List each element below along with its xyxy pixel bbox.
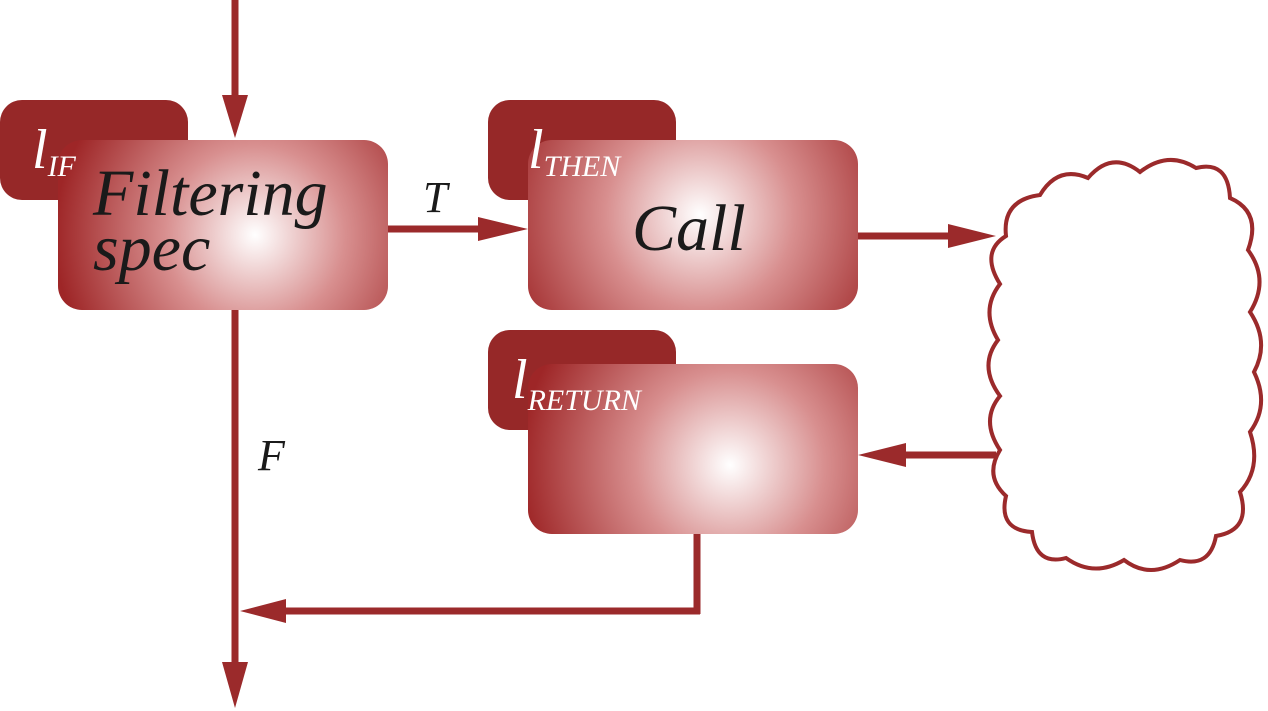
svg-text:lIF: lIF: [32, 119, 77, 183]
if-label-line1: Filtering: [92, 157, 328, 230]
merge-arrow: [240, 534, 701, 623]
external-call-cloud: [986, 157, 1264, 572]
true-label: T: [423, 173, 451, 222]
return-block: lRETURN: [488, 330, 858, 534]
return-tab-letter: l: [512, 349, 528, 411]
false-branch-line: [222, 310, 248, 708]
if-label-line2: spec: [93, 212, 210, 285]
then-tab-subscript: THEN: [544, 150, 623, 183]
then-tab-letter: l: [528, 119, 544, 181]
svg-text:lTHEN: lTHEN: [528, 119, 622, 183]
return-arrow: [858, 443, 996, 467]
svg-text:lRETURN: lRETURN: [512, 349, 643, 417]
then-box: [528, 140, 858, 310]
call-arrow: [858, 224, 996, 248]
return-box: [528, 364, 858, 534]
true-branch-arrow: [388, 217, 528, 241]
if-tab-letter: l: [32, 119, 48, 181]
edges: [222, 0, 996, 708]
then-label: Call: [632, 192, 746, 265]
return-tab-subscript: RETURN: [527, 384, 643, 417]
false-label: F: [257, 431, 286, 480]
if-box: [58, 140, 388, 310]
entry-arrow: [222, 0, 248, 138]
if-tab-subscript: IF: [47, 150, 77, 183]
then-block: lTHEN Call: [488, 100, 858, 310]
if-block: lIF Filtering spec: [0, 100, 388, 310]
